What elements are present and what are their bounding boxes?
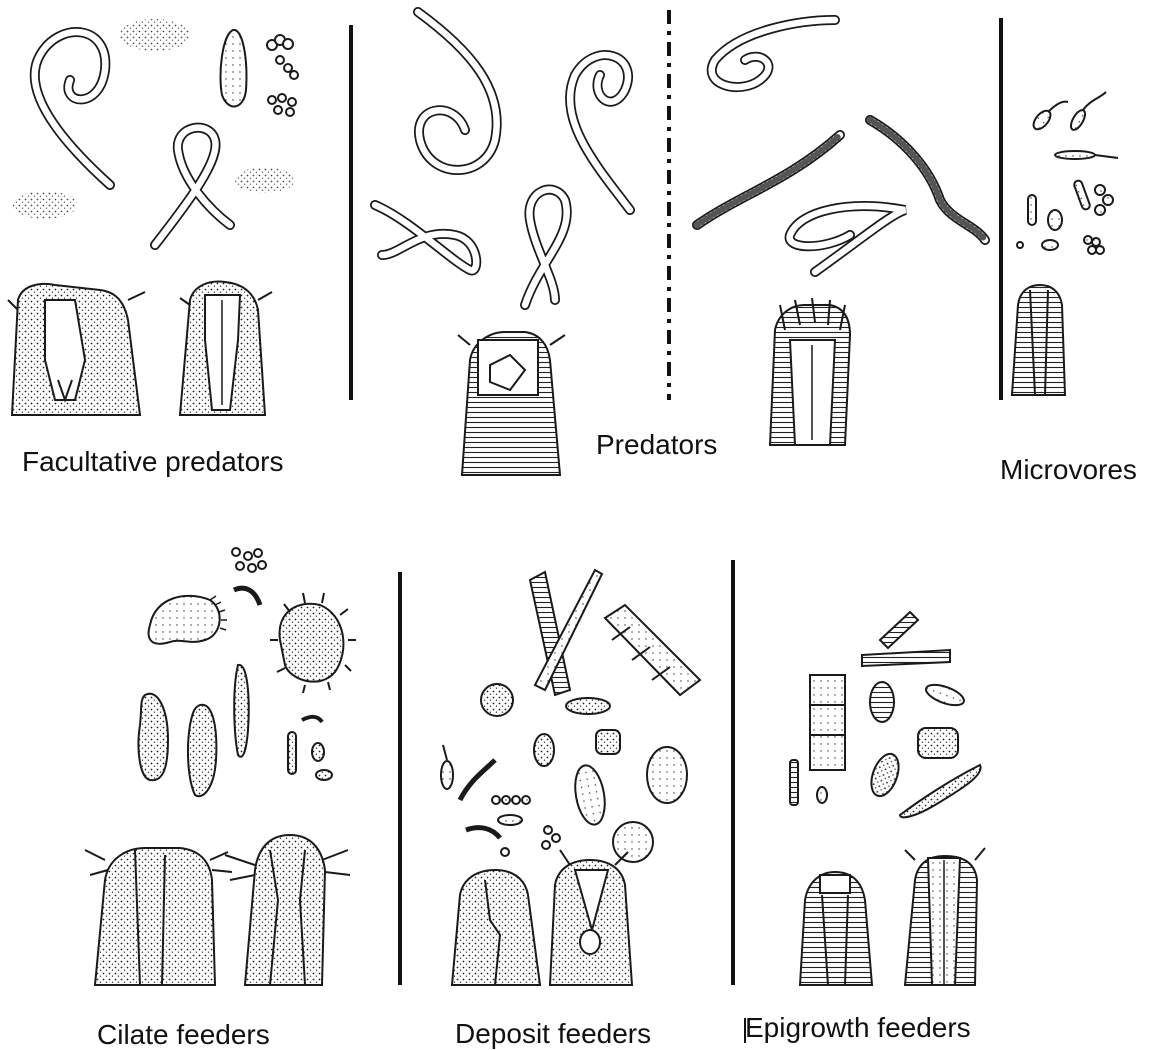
elongate-protist-drawing — [138, 665, 332, 796]
spiral-worm-drawing — [570, 55, 630, 210]
filament-chain-drawing — [790, 675, 845, 805]
deposit-feeders-panel — [441, 570, 700, 985]
looped-worm-drawing — [155, 128, 230, 245]
microbe-cluster-drawing — [1017, 180, 1113, 254]
flagellate-cell-drawing — [1030, 92, 1118, 159]
deposit-feeders-label: Deposit feeders — [455, 1018, 651, 1049]
nematode-head-drawing — [225, 835, 350, 985]
detritus-patch — [235, 167, 295, 193]
looped-worm-drawing — [375, 205, 476, 270]
microvores-panel — [1012, 92, 1118, 395]
predators-panel-right — [697, 20, 985, 445]
nematode-head-drawing — [550, 850, 632, 985]
predators-label: Predators — [596, 429, 717, 460]
cilate-feeders-panel — [85, 548, 356, 985]
facultative-predators-label: Facultative predators — [22, 446, 283, 477]
epigrowth-feeders-panel — [790, 612, 985, 985]
nematode-head-drawing — [8, 284, 145, 415]
looped-worm-drawing — [790, 206, 905, 272]
cilate-feeders-label: Cilate feeders — [97, 1019, 270, 1050]
spiny-ciliate-drawing — [270, 593, 356, 693]
predators-panel — [375, 12, 630, 475]
nematode-head-drawing — [85, 848, 232, 985]
algal-chain-drawing — [267, 35, 298, 116]
diatom-cell-drawing — [481, 684, 687, 862]
diatom-cell-drawing — [866, 681, 980, 818]
spiral-worm-drawing — [35, 32, 110, 185]
nematode-head-drawing — [458, 332, 565, 475]
small-cell-cluster-drawing — [232, 548, 266, 605]
nematode-head-drawing — [180, 282, 272, 415]
detritus-patch — [13, 191, 77, 219]
filamentous-alga-drawing — [530, 570, 700, 695]
nematode-head-drawing — [452, 870, 540, 985]
nematode-head-drawing — [800, 872, 872, 985]
epigrowth-feeders-label: Epigrowth feeders — [745, 1012, 971, 1043]
detritus-patch — [120, 19, 190, 51]
ciliate-cell-drawing — [149, 596, 227, 644]
nematode-head-drawing — [770, 298, 850, 445]
microvores-label: Microvores — [1000, 454, 1137, 485]
nematode-head-drawing — [905, 848, 985, 985]
looped-worm-drawing — [525, 190, 567, 305]
spiral-worm-drawing — [418, 12, 497, 170]
filamentous-alga-drawing — [862, 612, 950, 666]
facultative-predators-panel — [8, 19, 298, 415]
protist-cell-drawing — [220, 30, 246, 107]
spiral-worm-drawing — [712, 20, 835, 87]
nematode-head-drawing — [1012, 285, 1065, 395]
